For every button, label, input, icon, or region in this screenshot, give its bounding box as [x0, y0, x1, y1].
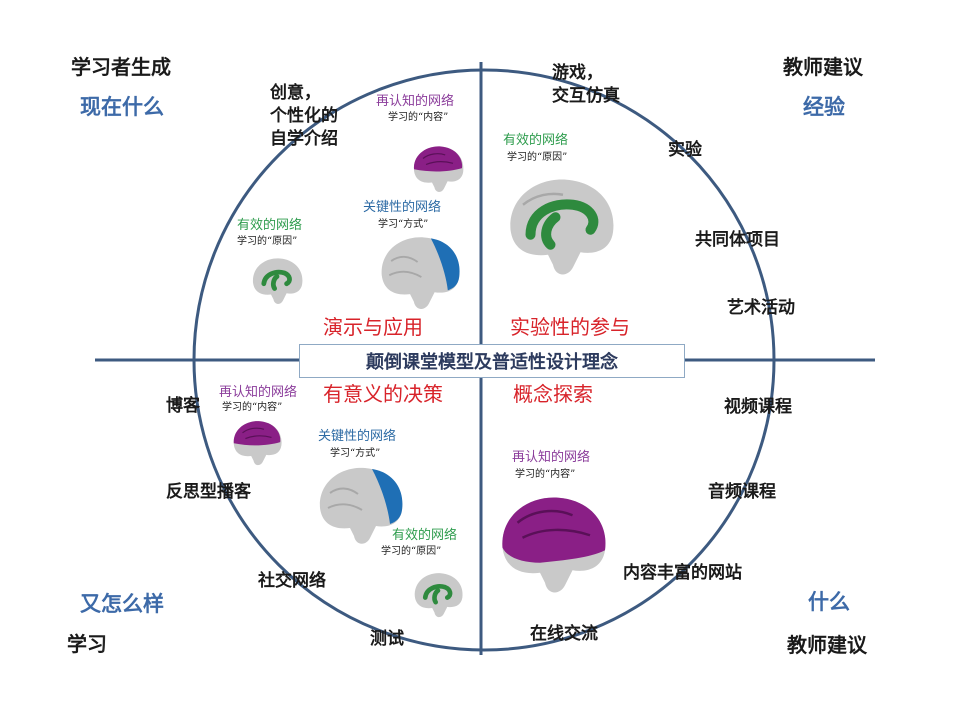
corner-top-left-title: 学习者生成	[71, 55, 171, 79]
node-games-line2: 交互仿真	[552, 86, 620, 106]
brain-affective-tl-icon	[252, 258, 303, 304]
net-label-recognition-bl: 再认知的网络	[219, 385, 298, 400]
node-social-network: 社交网络	[258, 571, 326, 591]
net-label-recognition-tl: 再认知的网络	[376, 94, 455, 109]
corner-top-left-sub: 现在什么	[80, 95, 164, 119]
brain-strategic-bl-icon	[319, 467, 403, 544]
node-create-line1: 创意，	[270, 83, 321, 103]
net-label-affective-bl: 有效的网络	[392, 528, 458, 543]
corner-top-right-sub: 经验	[803, 95, 845, 119]
net-label-recognition-br: 再认知的网络	[512, 450, 591, 465]
node-games-line1: 游戏，	[552, 63, 603, 83]
node-test: 测试	[370, 629, 404, 649]
quadrant-label-bl: 有意义的决策	[323, 382, 443, 406]
net-label-strategic-bl: 关键性的网络	[318, 429, 397, 444]
node-experiment: 实验	[668, 140, 702, 160]
brain-strategic-tl-icon	[381, 237, 460, 310]
net-sub-recognition-bl: 学习的“内容”	[222, 402, 283, 413]
node-create-line3: 自学介绍	[270, 129, 338, 149]
node-audio-course: 音频课程	[708, 482, 776, 502]
fade-overlay	[100, 625, 210, 665]
node-podcast: 反思型播客	[166, 482, 251, 502]
node-create-line2: 个性化的	[270, 106, 338, 126]
quadrant-label-br: 概念探索	[513, 382, 593, 406]
brain-affective-tr-icon	[510, 179, 614, 275]
quadrant-label-tl: 演示与应用	[323, 315, 423, 339]
net-sub-strategic-bl: 学习“方式”	[330, 448, 381, 459]
node-video-course: 视频课程	[724, 397, 792, 417]
node-community-project: 共同体项目	[695, 230, 780, 250]
brain-affective-bl-icon	[414, 573, 463, 618]
node-blog: 博客	[166, 396, 200, 416]
net-label-affective-tr: 有效的网络	[503, 133, 569, 148]
node-art-activity: 艺术活动	[727, 298, 795, 318]
corner-top-right-title: 教师建议	[783, 55, 863, 79]
net-sub-strategic-tl: 学习“方式”	[378, 219, 429, 230]
net-sub-recognition-br: 学习的“内容”	[515, 469, 576, 480]
net-label-affective-tl: 有效的网络	[237, 218, 303, 233]
net-label-strategic-tl: 关键性的网络	[363, 200, 442, 215]
brain-recognition-bl-icon	[233, 421, 282, 466]
net-sub-affective-tl: 学习的“原因”	[237, 236, 298, 247]
node-online-exchange: 在线交流	[530, 624, 598, 644]
corner-bottom-right-title: 教师建议	[787, 633, 867, 657]
net-sub-affective-bl: 学习的“原因”	[381, 546, 442, 557]
brain-recognition-tl-icon	[413, 146, 464, 192]
corner-bottom-right-sub: 什么	[808, 590, 850, 614]
brain-recognition-br-icon	[502, 497, 606, 593]
node-rich-website: 内容丰富的网站	[623, 563, 742, 583]
corner-bottom-left-sub: 又怎么样	[80, 592, 164, 616]
net-sub-recognition-tl: 学习的“内容”	[388, 112, 449, 123]
quadrant-label-tr: 实验性的参与	[510, 315, 630, 339]
center-title: 颠倒课堂模型及普适性设计理念	[299, 344, 685, 378]
net-sub-affective-tr: 学习的“原因”	[507, 152, 568, 163]
